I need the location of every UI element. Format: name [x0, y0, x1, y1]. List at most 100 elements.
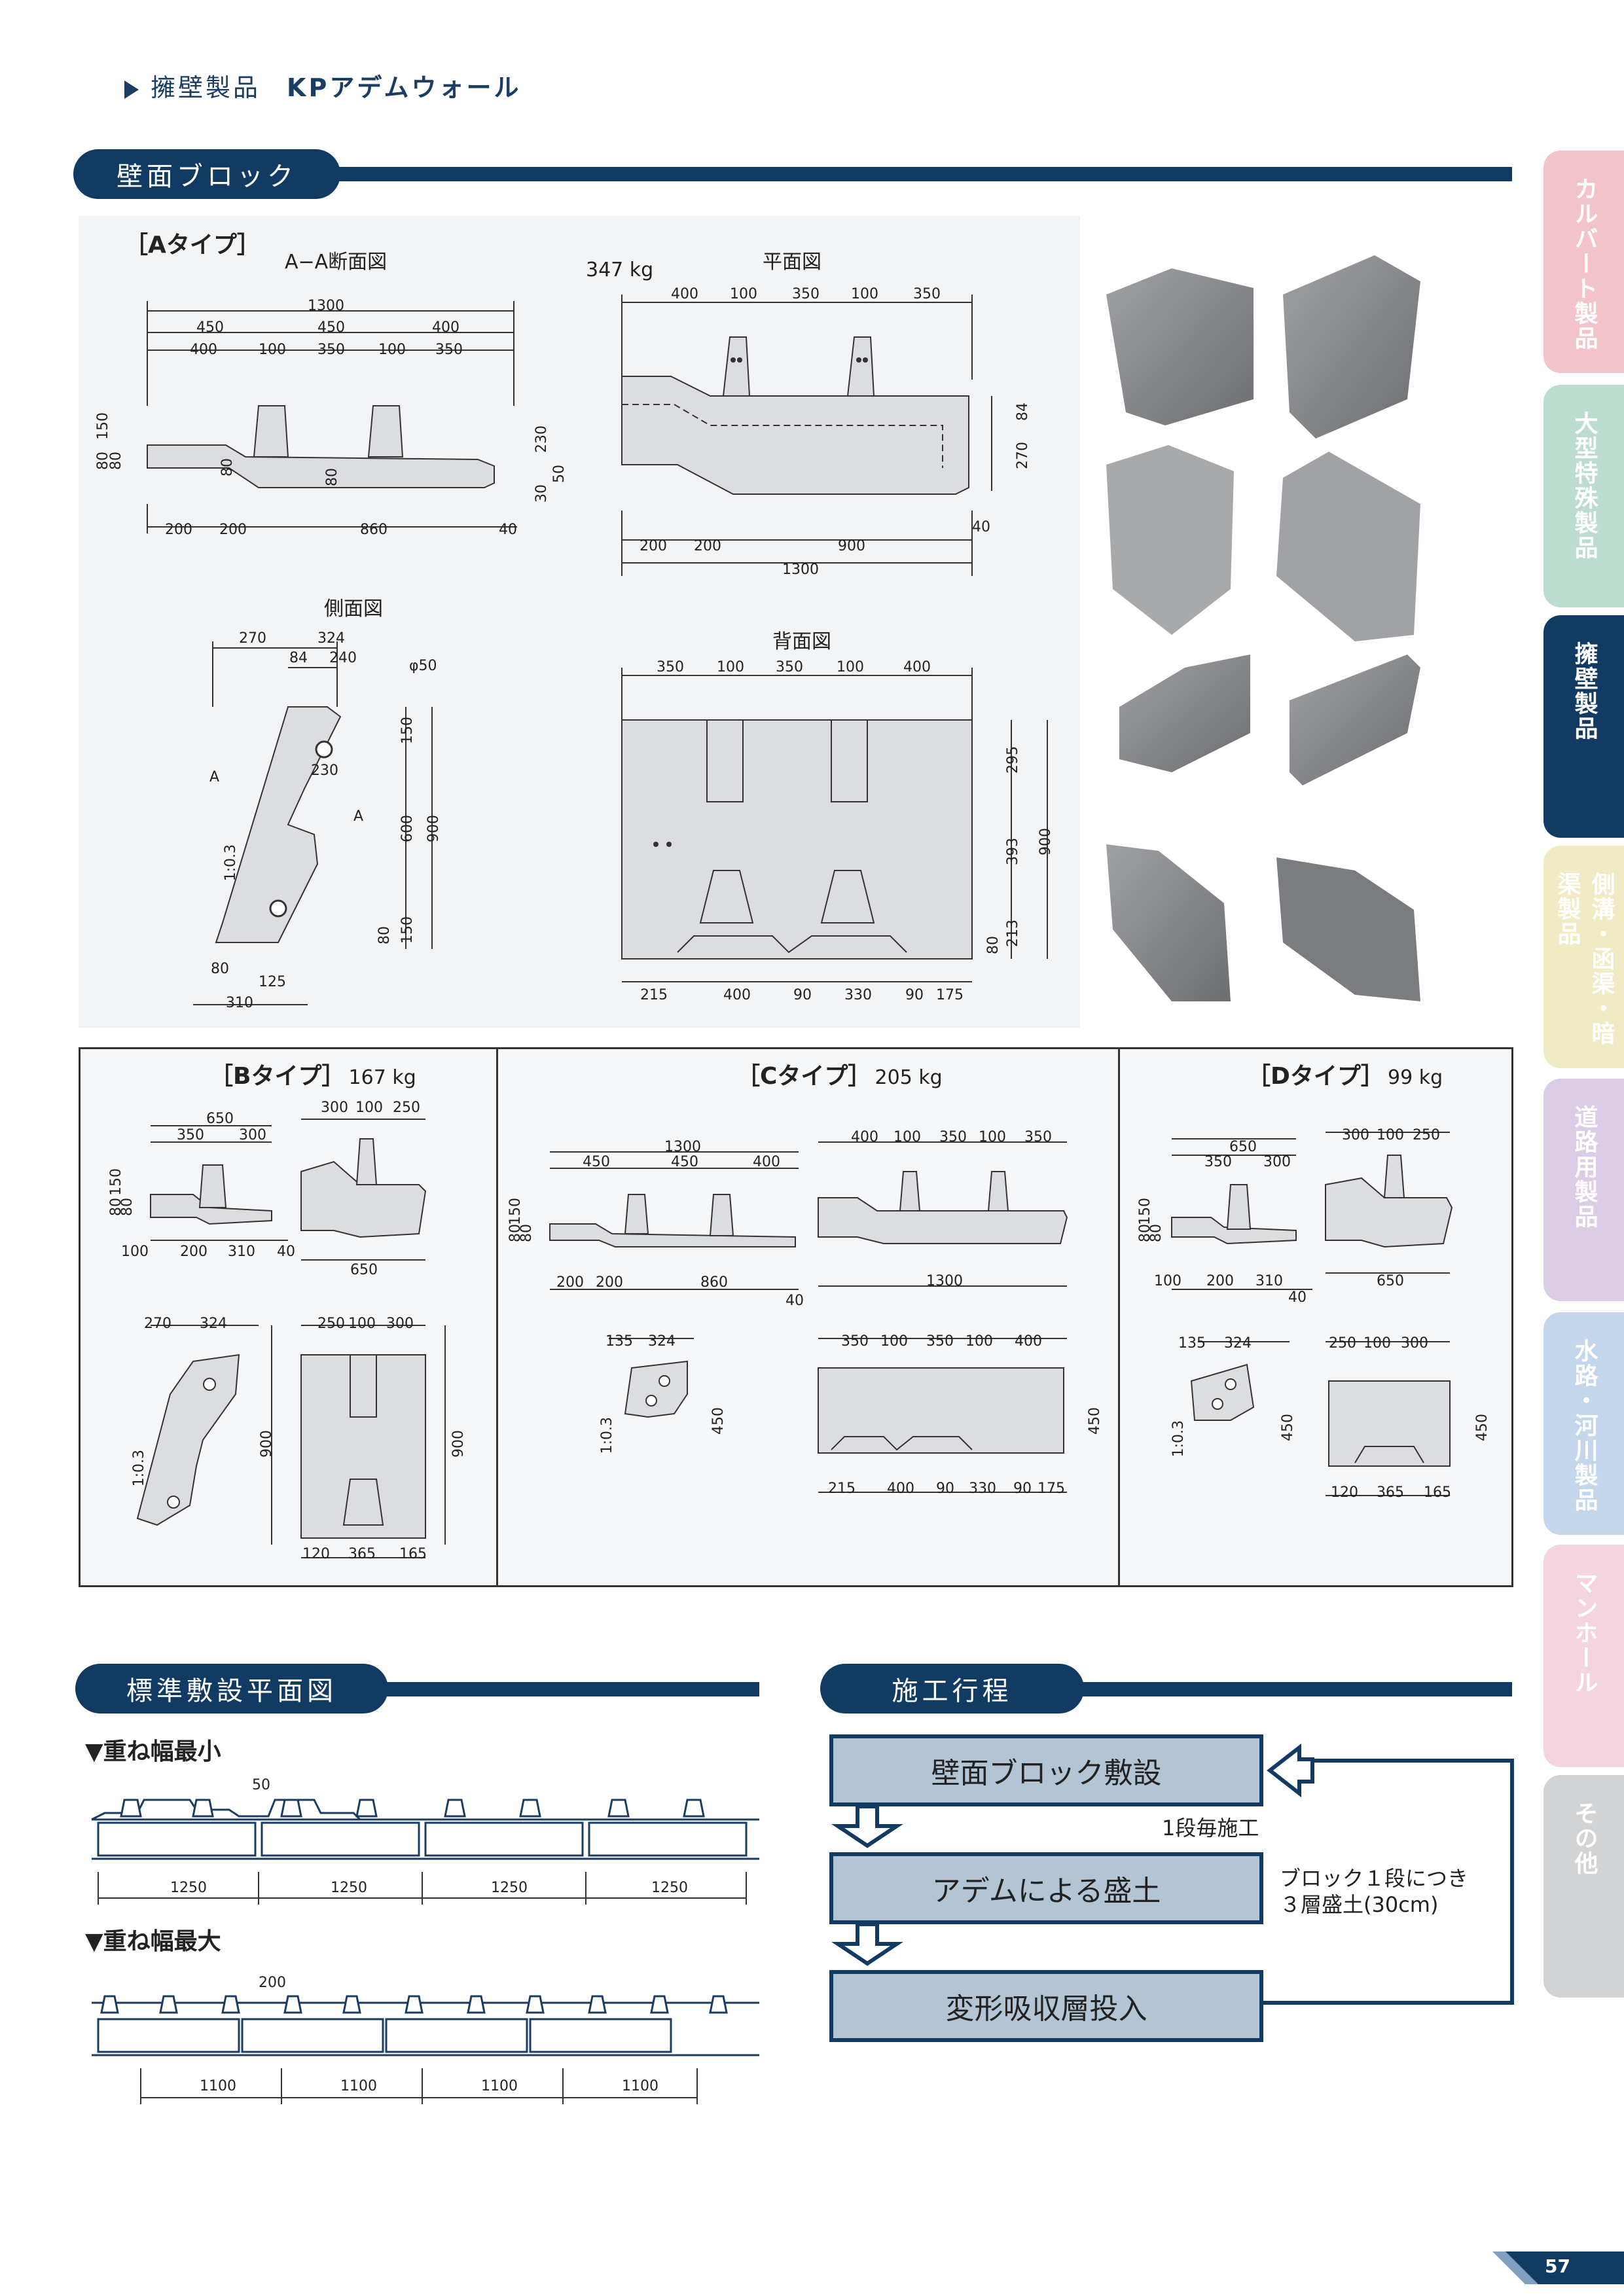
dim-b-side-top-2: 324: [200, 1316, 227, 1332]
dim-a-plan-top-2: 100: [730, 286, 757, 302]
side-tab-culvert[interactable]: カルバート製品: [1543, 151, 1624, 373]
dim-b-back-top-3: 300: [386, 1316, 414, 1332]
dim-a-sec-row-4: 100: [378, 342, 406, 358]
type-a-plan-label: 平面図: [763, 251, 821, 274]
dim-c-back-bot-6: 175: [1038, 1480, 1065, 1497]
dim-a-sec-row-1: 400: [190, 342, 217, 358]
dim-a-sec-bot-2: 200: [219, 522, 247, 538]
process-step-3: 変形吸収層投入: [829, 1970, 1263, 2042]
dim-c-side-top-1: 135: [605, 1333, 633, 1350]
dim-a-sec-slope-1: 80: [219, 458, 236, 476]
type-a-back-shape: [621, 719, 973, 960]
dim-d-sec-bot-3: 310: [1255, 1273, 1283, 1289]
dim-d-back-bot-2: 365: [1377, 1484, 1404, 1501]
dim-d-plan-bot: 650: [1377, 1273, 1404, 1289]
dim-a-sec-row-2: 100: [259, 342, 286, 358]
type-d-weight: 99 kg: [1387, 1066, 1443, 1089]
block-photos: [1106, 255, 1420, 1001]
dim-b-sec-top: 650: [206, 1111, 234, 1127]
dim-d-sec-bot-4: 40: [1288, 1289, 1307, 1306]
type-a-side-drawing: [193, 641, 433, 1005]
type-d-side-shape: [1190, 1363, 1255, 1421]
dim-c-sec-left-3: 80: [518, 1224, 535, 1242]
dim-c-plan-top-1: 400: [851, 1129, 878, 1145]
type-a-plan-shape: [621, 376, 969, 495]
dim-c-back-bot-4: 330: [969, 1480, 996, 1497]
side-tab-special[interactable]: 大型特殊製品: [1543, 385, 1624, 607]
dim-c-sec-bot-3: 860: [700, 1274, 728, 1291]
dim-d-sec-left-1: 150: [1137, 1198, 1153, 1225]
type-d-drawings: [1171, 1132, 1453, 1496]
loop-arrowhead-icon: [1267, 1743, 1314, 1798]
dim-a-back-top-4: 100: [837, 659, 864, 675]
type-b-drawings: [136, 1119, 446, 1558]
dim-a-sec-right-3: 30: [533, 484, 550, 503]
dim-a-back-bot-1: 215: [640, 987, 668, 1003]
layout-min-width-4: 1250: [651, 1880, 688, 1896]
dim-a-back-bot-2: 400: [723, 987, 751, 1003]
dim-c-sec-row-3: 400: [753, 1154, 780, 1170]
type-a-side-label: 側面図: [324, 598, 383, 620]
dim-a-side-right-5: 150: [399, 916, 416, 944]
section-rule-wall-block: [308, 167, 1512, 181]
dim-a-sec-bot-1: 200: [165, 522, 192, 538]
type-b-plan-shape: [300, 1160, 427, 1238]
dim-c-sec-row-2: 450: [671, 1154, 698, 1170]
type-c-section-shape: [549, 1223, 796, 1247]
side-tab-other[interactable]: その他: [1543, 1775, 1624, 1998]
side-tab-retaining-wall[interactable]: 擁壁製品: [1543, 615, 1624, 838]
dim-b-plan-bot: 650: [350, 1262, 378, 1278]
layout-max-width-4: 1100: [622, 2078, 659, 2094]
dim-c-plan-top-5: 350: [1024, 1129, 1052, 1145]
dim-a-side-top2-1: 84: [289, 650, 308, 666]
dim-d-back-top-3: 300: [1401, 1335, 1428, 1352]
loop-arrow-icon: [1263, 1759, 1514, 2005]
layout-max-width-2: 1100: [340, 2078, 377, 2094]
dim-a-back-top-1: 350: [657, 659, 684, 675]
process-step-1: 壁面ブロック敷設: [829, 1734, 1263, 1806]
dim-a-back-bot-5: 90: [905, 987, 924, 1003]
dim-b-plan-top-1: 300: [321, 1100, 348, 1116]
dim-b-sec-bot-4: 40: [277, 1244, 295, 1260]
side-tab-waterway[interactable]: 水路・河川製品: [1543, 1312, 1624, 1535]
dim-d-back-top-1: 250: [1329, 1335, 1356, 1352]
type-a-back-label: 背面図: [772, 630, 831, 653]
dim-a-side-hole: φ50: [409, 658, 437, 674]
dim-d-sec-left-3: 80: [1148, 1224, 1164, 1242]
dim-b-sec-row-2: 300: [239, 1127, 266, 1143]
page-number: 57: [1545, 2255, 1570, 2277]
type-a-section-drawing: [147, 301, 517, 533]
layout-max-label: ▼重ね幅最大: [85, 1928, 221, 1955]
dim-a-plan-bot-3: 900: [838, 538, 865, 554]
breadcrumb-category: 擁壁製品: [151, 73, 261, 102]
dim-a-sec-mid-2: 450: [317, 319, 345, 336]
dim-a-side-right-4: 80: [376, 926, 393, 944]
dim-a-sec-mid-1: 450: [196, 319, 224, 336]
dim-c-back-top-5: 400: [1015, 1333, 1042, 1350]
dim-a-back-top-3: 350: [776, 659, 803, 675]
dim-a-sec-left-3: 80: [108, 452, 124, 470]
process-note-loop-2: ３層盛土(30cm): [1280, 1892, 1439, 1917]
layout-min-drawing: [91, 1799, 759, 1905]
side-tab-gutter[interactable]: 側溝・函渠・暗渠製品: [1543, 846, 1624, 1068]
block-photo-2: [1283, 255, 1420, 439]
type-b-section-shape: [150, 1194, 272, 1225]
side-tab-road[interactable]: 道路用製品: [1543, 1079, 1624, 1301]
dim-d-sec-row-2: 300: [1263, 1154, 1291, 1170]
layout-min-width-1: 1250: [170, 1880, 207, 1896]
dim-a-back-right-1: 295: [1005, 746, 1021, 774]
dim-a-sec-row-5: 350: [435, 342, 463, 358]
dim-c-sec-left-1: 150: [507, 1198, 524, 1225]
dim-a-plan-bot-2: 200: [694, 538, 721, 554]
dim-d-sec-bot-1: 100: [1154, 1273, 1182, 1289]
side-tab-manhole[interactable]: マンホール: [1543, 1545, 1624, 1767]
type-a-weight: 347 kg: [586, 259, 654, 281]
dim-c-back-bot-5: 90: [1013, 1480, 1032, 1497]
dim-a-side-right-2: 600: [399, 815, 416, 842]
dim-d-back-top-2: 100: [1363, 1335, 1391, 1352]
dim-a-plan-right-2: 270: [1015, 442, 1031, 469]
dim-b-back-top-2: 100: [348, 1316, 376, 1332]
dim-d-plan-top-3: 250: [1413, 1127, 1440, 1143]
section-rule-layout: [367, 1682, 759, 1696]
dim-a-plan-bot-1: 200: [640, 538, 667, 554]
